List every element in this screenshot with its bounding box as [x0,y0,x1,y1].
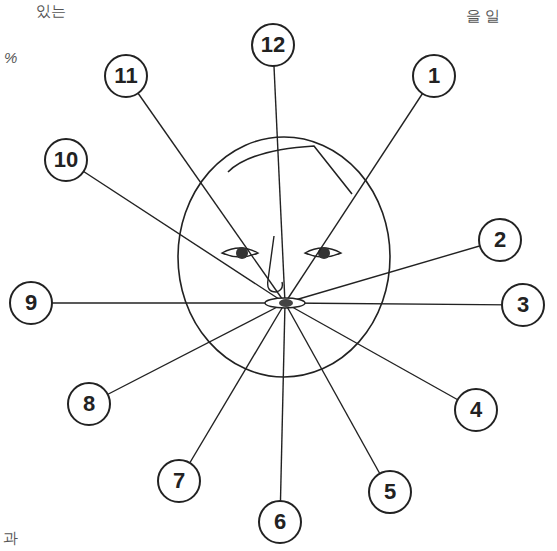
callout-number: 4 [470,399,482,421]
callout-number: 11 [114,65,137,87]
number-circle: 6 [258,500,302,544]
number-circle: 7 [157,459,201,503]
callout-number: 1 [428,65,440,87]
number-circle: 8 [67,382,111,426]
callout-number: 7 [173,470,185,492]
callout-number: 2 [494,229,506,251]
callout-number: 9 [25,292,37,314]
number-circle: 3 [501,283,545,327]
margin-text: % [4,50,17,67]
margin-text: 을 일 [466,8,500,25]
callout-number: 10 [54,149,78,171]
number-circle: 4 [454,388,498,432]
callout-number: 6 [274,511,286,533]
margin-text: 과 [3,530,18,547]
number-circle: 2 [478,218,522,262]
number-circle: 11 [104,54,148,98]
number-circle: 9 [9,281,53,325]
number-circle: 5 [368,470,412,514]
margin-text: 있는 [36,3,66,20]
callout-number: 3 [517,294,529,316]
number-circle: 10 [44,138,88,182]
number-circle: 12 [251,23,295,67]
callout-number: 5 [384,481,396,503]
callout-number: 8 [83,393,95,415]
number-circle: 1 [412,54,456,98]
callout-number: 12 [261,34,285,56]
